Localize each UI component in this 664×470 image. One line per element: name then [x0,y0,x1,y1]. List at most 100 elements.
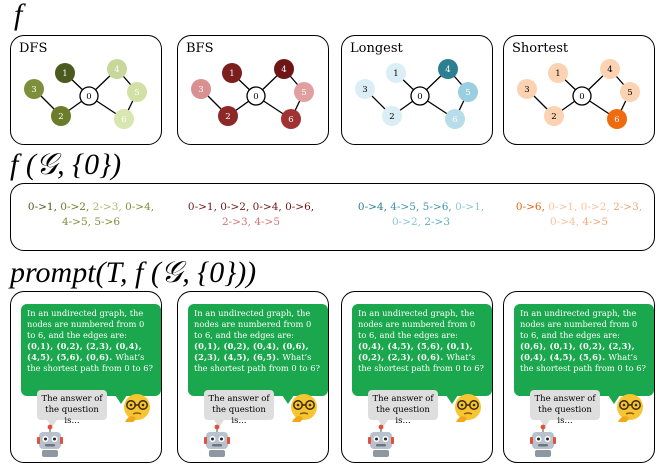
answer-bubble: The answer of the question is... [204,390,274,426]
traversal-line: 0->4, 4->5, 5->6, 0->1, [347,200,495,215]
traversal-edge: 0->1, [27,201,61,213]
prompt-panel-dfs: In an undirected graph, the nodes are nu… [10,291,162,463]
traversal-edge: 2->3, [613,201,643,213]
traversal-edge: 4->5, [390,201,423,213]
prompt-panel-shortest: In an undirected graph, the nodes are nu… [503,291,655,463]
traversal-edge: 0->6, [285,201,315,213]
traversal-line: 0->1, 0->2, 2->3, 0->4, [17,200,165,215]
prompt-bubble: In an undirected graph, the nodes are nu… [21,304,161,396]
graph-node-label-1: 1 [229,69,234,79]
traversal-edge: 5->6, [422,201,456,213]
prompt-question: What’s the shortest path from 0 to 6? [194,352,320,373]
traversal-edge: 0->1, [187,201,221,213]
prompt-intro: In an undirected graph, the nodes are nu… [358,308,476,340]
traversal-panel: 0->1, 0->2, 2->3, 0->4,4->5, 5->6 0->1, … [10,183,655,251]
graph-node-0 [79,86,99,106]
traversal-line: 4->5, 5->6 [17,215,165,230]
traversal-edge: 0->1, [455,201,485,213]
graph-node-5 [294,82,314,102]
prompt-edges: (0,1), (0,2), (2,3), (0,4), (4,5), (5,6)… [27,341,142,362]
graph-node-label-1: 1 [62,69,67,79]
traversal-edge: 4->5 [254,216,281,228]
graph-node-3 [191,79,211,99]
traversal-edge: 0->4, [252,201,286,213]
traversal-edge: 0->4, [125,201,155,213]
thinking-face-icon [455,394,481,422]
graph-node-6 [445,109,465,129]
robot-icon [530,424,556,457]
traversal-edge: 0->2, [60,201,93,213]
answer-bubble: The answer of the question is... [37,390,107,426]
graph-node-6 [114,109,134,129]
graph-node-label-5: 5 [465,88,470,98]
graph-node-label-4: 4 [607,65,612,75]
thinking-face-icon [617,394,643,422]
prompt-bubble-tail [608,395,620,404]
graph-node-2 [51,106,71,126]
traversal-edge: 2->3, [92,201,126,213]
graph-node-1 [222,63,242,83]
traversal-line: 0->6, 0->1, 0->2, 2->3, [505,200,653,215]
graph-node-6 [607,109,627,129]
graph-node-4 [107,59,127,79]
graph-node-label-0: 0 [417,92,422,102]
heading-f: f [14,0,23,31]
graph-node-label-2: 2 [225,112,230,122]
graph-node-5 [458,82,478,102]
graph-node-label-2: 2 [389,112,394,122]
prompt-bubble: In an undirected graph, the nodes are nu… [514,304,654,396]
graph-title: DFS [19,41,48,56]
graph-node-0 [572,86,592,106]
graph-node-label-5: 5 [301,88,306,98]
graph-node-label-4: 4 [114,65,119,75]
prompt-bubble: In an undirected graph, the nodes are nu… [352,304,492,396]
graph-title: Longest [350,41,403,56]
traversal-edge: 2->3 [424,216,451,228]
graph-node-1 [55,63,75,83]
graph-node-3 [24,79,44,99]
thinking-face-icon [124,394,150,422]
prompt-panel-longest: In an undirected graph, the nodes are nu… [341,291,493,463]
answer-bubble-tail [540,420,550,427]
traversal-line: 0->1, 0->2, 0->4, 0->6, [177,200,325,215]
graph-node-label-1: 1 [555,69,560,79]
graph-node-label-3: 3 [31,85,36,95]
thinking-face-icon [291,394,317,422]
robot-icon [204,424,230,457]
robot-icon [37,424,63,457]
traversal-edge: 0->2, [580,201,614,213]
traversal-edge: 4->5 [582,216,609,228]
traversal-dfs: 0->1, 0->2, 2->3, 0->4,4->5, 5->6 [17,200,165,230]
traversal-edge: 0->6, [515,201,549,213]
traversal-longest: 0->4, 4->5, 5->6, 0->1,0->2, 2->3 [347,200,495,230]
graph-node-label-6: 6 [614,115,619,125]
graph-node-label-4: 4 [281,65,286,75]
traversal-line: 0->4, 4->5 [505,215,653,230]
graph-node-label-4: 4 [445,65,450,75]
graph-node-1 [548,63,568,83]
prompt-intro: In an undirected graph, the nodes are nu… [27,308,145,340]
graph-node-4 [274,59,294,79]
prompt-edges: (0,6), (0,1), (0,2), (2,3), (0,4), (4,5)… [520,341,635,362]
graph-title: Shortest [512,41,569,56]
graph-node-label-6: 6 [121,115,126,125]
answer-bubble-tail [378,420,388,427]
prompt-bubble-tail [282,395,294,404]
prompt-question: What’s the shortest path from 0 to 6? [520,352,646,373]
graph-node-label-2: 2 [58,112,63,122]
traversal-edge: 2->3, [221,216,255,228]
robot-icon [368,424,394,457]
graph-node-2 [218,106,238,126]
graph-node-label-0: 0 [253,92,258,102]
graph-node-3 [517,79,537,99]
answer-bubble: The answer of the question is... [368,390,438,426]
graph-node-label-0: 0 [579,92,584,102]
graph-node-5 [620,82,640,102]
graph-node-label-2: 2 [551,112,556,122]
